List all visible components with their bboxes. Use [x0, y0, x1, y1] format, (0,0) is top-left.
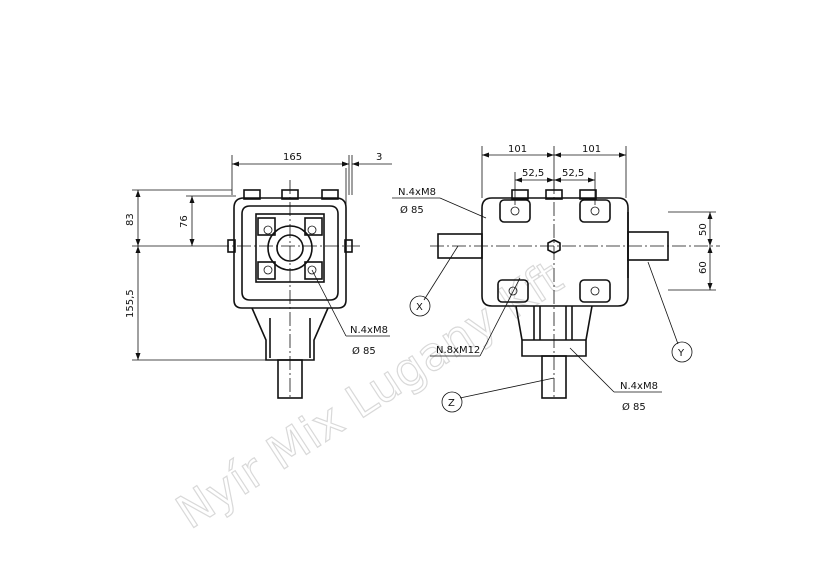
side-top-lug-right [579, 189, 597, 200]
side-top-diameter-label: Ø 85 [400, 204, 424, 216]
front-bolt-hole-tr [307, 225, 317, 235]
bottom-diameter-label: Ø 85 [622, 401, 646, 413]
front-dim-155-label: 155,5 [125, 289, 136, 318]
x-callout-circle [409, 295, 431, 317]
bottom-thread-label: N.4xM8 [620, 381, 658, 392]
front-flange-thread-label: N.4xM8 [350, 325, 388, 336]
front-housing-outline [233, 197, 347, 309]
front-top-lug-right [321, 189, 339, 200]
side-hole-tl [510, 206, 520, 216]
side-dim-52-right-label: 52,5 [562, 168, 584, 179]
y-callout-leader [647, 261, 679, 345]
side-dim-101-left-label: 101 [508, 144, 527, 155]
side-center-plug [547, 239, 561, 254]
front-bolt-hole-br [307, 265, 317, 275]
front-boss-bl [257, 261, 276, 280]
front-flange-diameter-label: Ø 85 [352, 345, 376, 357]
base-thread-label: N.8xM12 [436, 345, 480, 356]
x-callout-leader [423, 245, 459, 301]
side-dim-101-right-label: 101 [582, 144, 601, 155]
front-bolt-hole-tl [263, 225, 273, 235]
front-boss-tl [257, 217, 276, 236]
front-top-lug-center [281, 189, 299, 200]
front-dim-76-label: 76 [179, 215, 190, 228]
y-callout-circle [671, 341, 693, 363]
front-output-shaft [277, 359, 303, 399]
front-bore-inner [276, 234, 304, 262]
x-callout-label: X [416, 302, 423, 313]
side-view: 101 101 52,5 52,5 50 60 N.4xM8 Ø 85 X Y [392, 144, 720, 413]
front-dim-3-arrows [342, 161, 359, 167]
front-top-lug-left [243, 189, 261, 200]
front-flange-plate [255, 213, 325, 283]
side-hole-br [590, 286, 600, 296]
front-dim-3-label: 3 [376, 152, 382, 163]
front-side-lug-right [344, 239, 353, 253]
side-dim-50-arrows [707, 212, 713, 246]
side-housing-outline [481, 197, 629, 307]
z-callout-circle [441, 391, 463, 413]
side-dim-50-label: 50 [698, 223, 709, 236]
side-bottom-shaft [541, 355, 567, 399]
side-hole-tr [590, 206, 600, 216]
front-dim-165-label: 165 [283, 152, 302, 163]
front-flange-leader [311, 269, 347, 337]
z-callout-label: Z [448, 398, 455, 409]
side-dim-60-label: 60 [698, 261, 709, 274]
y-callout-label: Y [677, 348, 685, 359]
front-bore-outer [267, 225, 313, 271]
front-dim-83-arrows [135, 190, 141, 246]
bottom-callout-leader [569, 347, 615, 393]
side-hole-bl [508, 286, 518, 296]
side-dim-101-arrows [482, 152, 626, 158]
front-housing-face [241, 205, 339, 301]
front-view: 165 3 83 76 155,5 N.4xM8 Ø 85 [125, 152, 392, 400]
z-callout-leader [459, 377, 555, 399]
side-dim-52-arrows [515, 177, 595, 183]
front-bolt-hole-bl [263, 265, 273, 275]
front-dim-83-label: 83 [125, 213, 136, 226]
watermark: Nyír Mix Lugany Kft [167, 250, 572, 539]
side-boss-bl [497, 279, 529, 303]
side-boss-br [579, 279, 611, 303]
side-top-callout-leader [439, 197, 487, 219]
base-callout-leader [479, 277, 521, 357]
side-dim-52-left-label: 52,5 [522, 168, 544, 179]
side-top-thread-label: N.4xM8 [398, 187, 436, 198]
side-top-lug-left [511, 189, 529, 200]
front-boss-tr [304, 217, 323, 236]
front-side-lug-left [227, 239, 236, 253]
front-boss-br [304, 261, 323, 280]
